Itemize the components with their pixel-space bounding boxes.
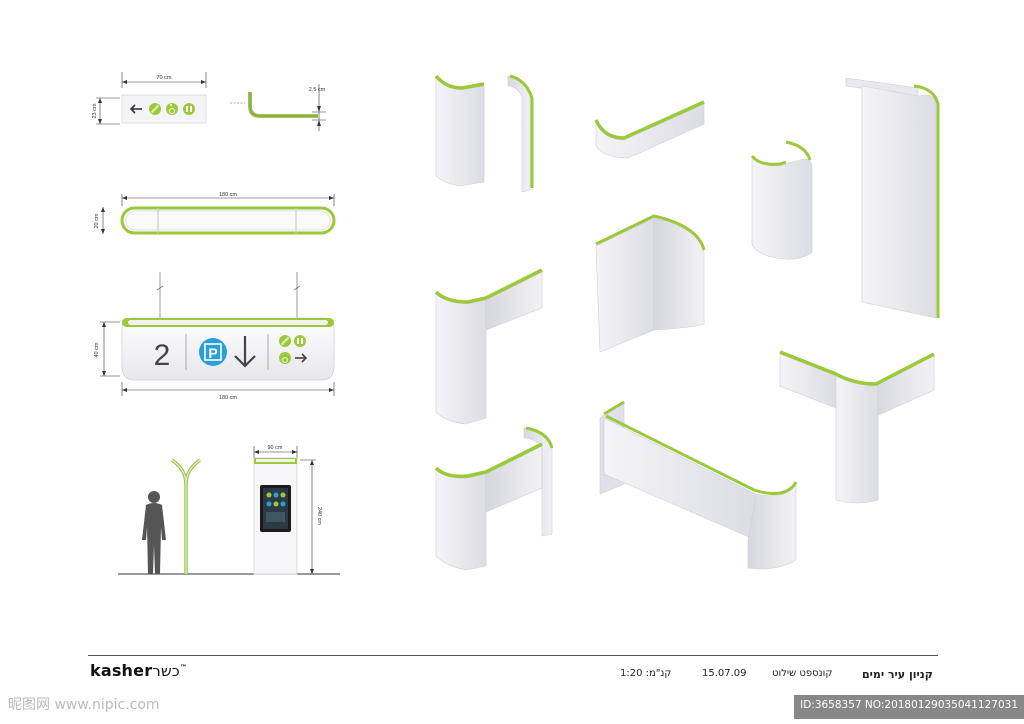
wheelchair-icon (166, 103, 178, 115)
module-l-arm (434, 268, 543, 425)
module-curved-left (434, 74, 485, 187)
dim-small-height: 23 cm (92, 103, 98, 118)
footer-date: 15.07.09 (702, 668, 747, 679)
module-u-small (750, 140, 813, 260)
band-top-view: 180 cm 20 cm (94, 192, 336, 235)
arrow-down-icon (234, 336, 256, 368)
floor-number: 2 (154, 339, 171, 372)
dim-band-width: 180 cm (219, 192, 237, 198)
dim-hanging-width: 180 cm (219, 395, 237, 401)
dim-profile-depth: 2.5 cm (309, 87, 326, 93)
restroom-icon-2 (294, 335, 306, 347)
brand-logo: kasherכשר™ (90, 661, 187, 680)
profile-section: 2.5 cm (230, 84, 326, 131)
footer-scale: קנ"מ: 1:20 (620, 668, 672, 679)
dim-hanging-height: 40 cm (94, 342, 100, 357)
small-direction-sign: 70 cm 23 cm (92, 72, 207, 125)
footer-project-name: קניון עיר ימים (862, 668, 933, 681)
parking-glyph: P (208, 345, 217, 361)
dim-kiosk-width: 90 cm (268, 445, 283, 451)
hanging-sign: 40 cm 2 P 180 cm (94, 272, 335, 401)
dim-kiosk-height: 240 cm (316, 507, 322, 525)
arrow-right-icon (295, 353, 308, 363)
dim-small-width: 70 cm (157, 75, 172, 81)
brand-hebrew: כשר (152, 662, 180, 680)
module-long-u (599, 400, 798, 570)
scale-figures: 90 cm 240 cm (118, 445, 340, 575)
module-j-profile (507, 74, 534, 193)
restroom-icon (183, 103, 195, 115)
footer-project-type: קונספט שילוט (772, 668, 833, 679)
brand-latin: kasher (90, 661, 153, 680)
parking-icon: P (199, 338, 227, 366)
watermark-id: ID:3658357 NO:20180129035041127031 (794, 695, 1024, 719)
touchscreen-icon (260, 485, 291, 532)
person-silhouette-icon (142, 491, 166, 574)
module-wall-bracket (594, 100, 705, 159)
kiosk: 90 cm 240 cm (253, 445, 322, 575)
module-large-corner (595, 214, 706, 353)
module-t-shape (779, 350, 935, 504)
module-tall-flag (845, 77, 940, 319)
y-pole (170, 458, 202, 574)
watermark-site: 昵图网 www.nipic.com (8, 697, 160, 713)
brand-trademark: ™ (179, 663, 188, 672)
footer-rule (88, 655, 938, 656)
arrow-left-icon (129, 104, 142, 114)
dim-band-height: 20 cm (94, 213, 100, 228)
module-gate (434, 426, 554, 571)
